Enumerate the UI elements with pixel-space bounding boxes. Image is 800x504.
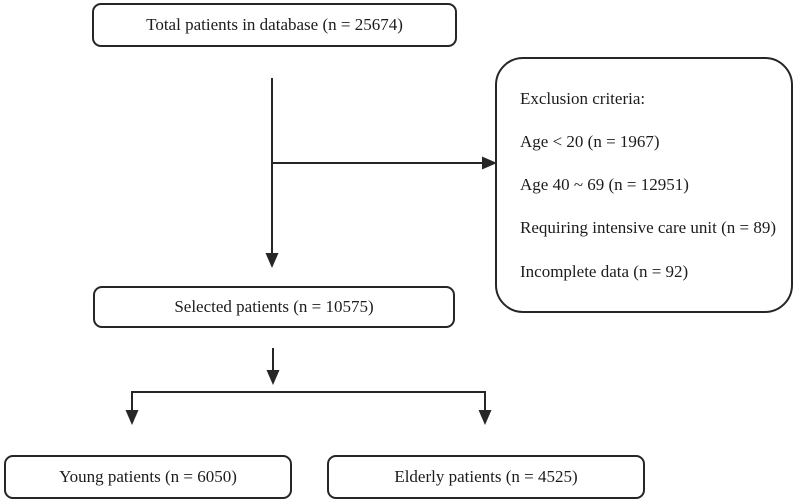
arrow-total-to-selected-head: [265, 253, 279, 268]
box-exclusion-criteria: Exclusion criteria: Age < 20 (n = 1967) …: [495, 57, 793, 313]
exclusion-content: Exclusion criteria: Age < 20 (n = 1967) …: [497, 59, 791, 311]
box-elderly-patients-label: Elderly patients (n = 4525): [394, 466, 578, 486]
box-total-patients: Total patients in database (n = 25674): [92, 3, 457, 47]
box-young-patients-label: Young patients (n = 6050): [59, 466, 237, 486]
exclusion-item-age-40-69: Age 40 ~ 69 (n = 12951): [520, 175, 689, 195]
exclusion-item-incomplete-data: Incomplete data (n = 92): [520, 261, 689, 281]
box-selected-patients-label: Selected patients (n = 10575): [174, 296, 374, 316]
arrow-to-young-head: [125, 410, 139, 425]
box-total-patients-label: Total patients in database (n = 25674): [146, 14, 403, 34]
branch-connector-line: [131, 391, 486, 411]
arrow-to-exclusion-head: [482, 156, 497, 170]
box-young-patients: Young patients (n = 6050): [4, 455, 292, 499]
exclusion-item-age-under-20: Age < 20 (n = 1967): [520, 131, 660, 151]
exclusion-heading: Exclusion criteria:: [520, 88, 646, 108]
exclusion-item-icu: Requiring intensive care unit (n = 89): [520, 218, 777, 238]
arrow-to-elderly-head: [478, 410, 492, 425]
box-elderly-patients: Elderly patients (n = 4525): [327, 455, 645, 499]
box-selected-patients: Selected patients (n = 10575): [93, 286, 455, 328]
arrow-selected-down-head: [266, 370, 280, 385]
